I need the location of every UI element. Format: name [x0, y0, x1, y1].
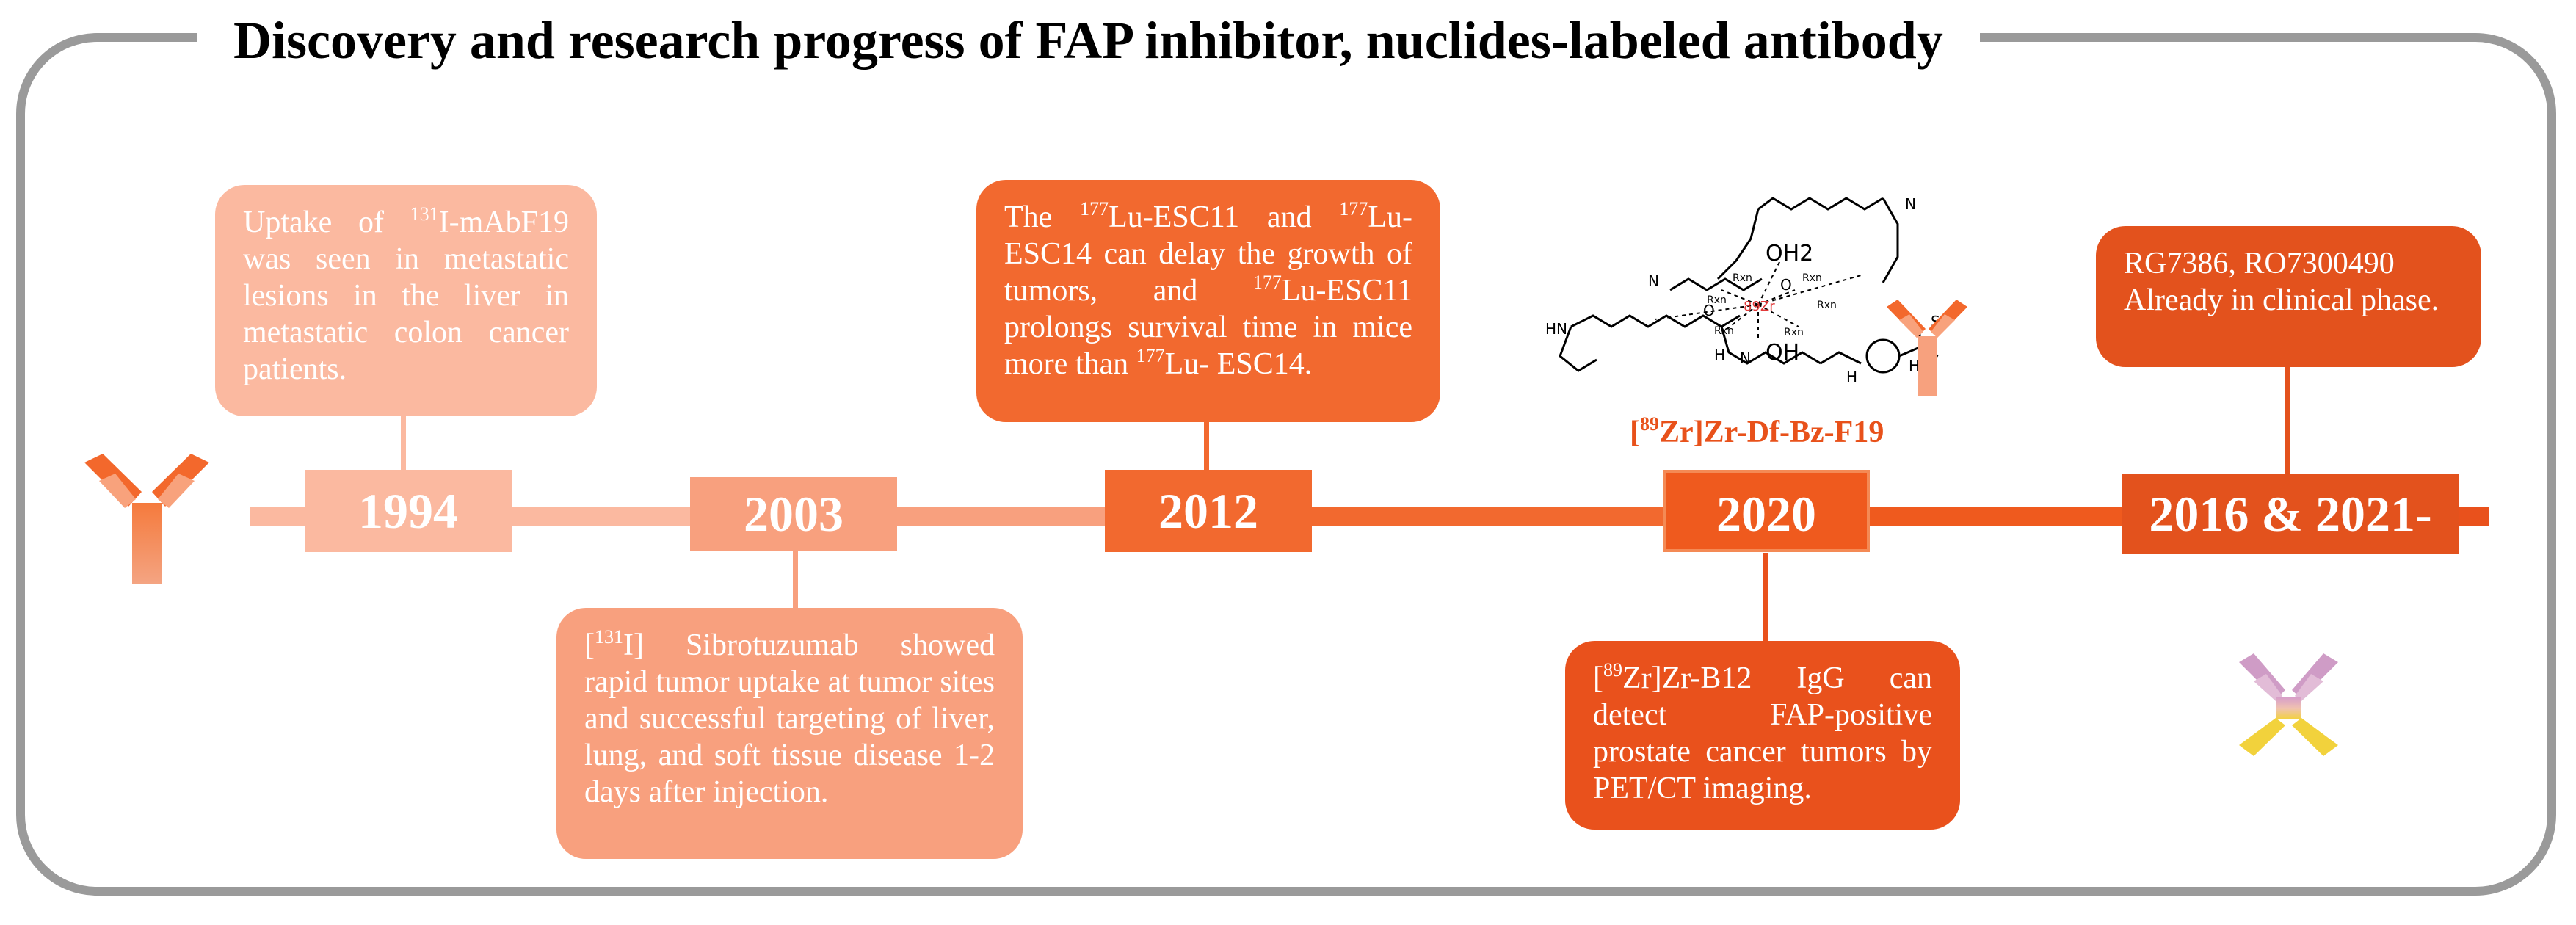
label-o-2: O: [1780, 276, 1792, 294]
label-rxn-6: Rxn: [1784, 327, 1804, 338]
label-rxn-4: Rxn: [1817, 300, 1837, 311]
event-text: [: [1593, 661, 1603, 695]
year-box-2020: 2020: [1663, 470, 1870, 552]
event-text: Uptake of: [243, 206, 410, 239]
event-text: Lu-ESC11 and: [1109, 200, 1340, 234]
event-box-2016-2021: RG7386, RO7300490 Already in clinical ph…: [2096, 226, 2481, 367]
label-metal: 89Zr: [1744, 299, 1775, 314]
chemical-structure-diagram: N HN N N S O O H H H Rxn Rxn Rxn Rxn Rxn…: [1545, 195, 1940, 385]
connector-1994: [401, 416, 406, 471]
label-rxn-5: Rxn: [1714, 325, 1734, 337]
antibody-icon-orange-structure: [1887, 300, 1967, 396]
isotope-superscript: 89: [1603, 659, 1622, 681]
connector-2003: [793, 549, 798, 608]
isotope-superscript: 177: [1252, 272, 1282, 293]
antibody-icon-pink-yellow: [2239, 653, 2338, 756]
year-box-2016-2021: 2016 & 2021-: [2122, 474, 2459, 554]
isotope-superscript: 177: [1339, 198, 1368, 220]
connector-2016-2021: [2285, 360, 2290, 474]
label-nh-2: H: [1909, 357, 1920, 374]
event-box-2012: The 177Lu-ESC11 and 177Lu-ESC14 can dela…: [976, 180, 1440, 422]
isotope-superscript: 131: [410, 203, 439, 225]
event-text: I] Sibrotuzumab showed rapid tumor uptak…: [584, 628, 995, 809]
isotope-superscript: 89: [1640, 413, 1659, 435]
label-oh: OH: [1766, 340, 1799, 366]
event-text: [: [1630, 416, 1640, 449]
event-text: Zr]Zr-Df-Bz-F19: [1659, 416, 1884, 449]
year-box-1994: 1994: [305, 470, 512, 552]
year-box-2012: 2012: [1105, 470, 1312, 552]
event-text: Lu- ESC14.: [1164, 347, 1313, 381]
event-box-2020: [89Zr]Zr-B12 IgG can detect FAP-positive…: [1565, 641, 1960, 830]
label-n-2: N: [1905, 195, 1916, 213]
year-box-2003: 2003: [690, 477, 897, 551]
label-rxn-2: Rxn: [1802, 272, 1822, 284]
isotope-superscript: 177: [1080, 198, 1109, 220]
label-nh: H: [1714, 346, 1725, 363]
event-text: I-mAbF19 was seen in metastatic lesions …: [243, 206, 569, 386]
connector-2012: [1204, 422, 1209, 474]
label-n-3: N: [1740, 349, 1751, 367]
isotope-superscript: 131: [595, 626, 623, 648]
label-hn: HN: [1545, 320, 1567, 338]
label-rxn-1: Rxn: [1733, 272, 1752, 284]
connector-2020: [1763, 553, 1768, 641]
event-box-2003: [131I] Sibrotuzumab showed rapid tumor u…: [556, 608, 1023, 859]
outer-frame: [16, 33, 2556, 896]
event-text: Lu-ESC14 can delay the growth of tumors,…: [1004, 200, 1412, 308]
label-n: N: [1648, 272, 1659, 290]
label-rxn-3: Rxn: [1707, 294, 1727, 306]
event-text: The: [1004, 200, 1081, 234]
event-text: [: [584, 628, 595, 662]
event-box-1994: Uptake of 131I-mAbF19 was seen in metast…: [215, 185, 597, 416]
event-text: Zr]Zr-B12 IgG can detect FAP-positive pr…: [1593, 661, 1932, 805]
isotope-superscript: 177: [1136, 345, 1165, 366]
label-oh2: OH2: [1766, 241, 1813, 266]
antibody-icon-orange-left: [84, 454, 209, 584]
structure-caption: [89Zr]Zr-Df-Bz-F19: [1630, 415, 1884, 450]
page-title: Discovery and research progress of FAP i…: [197, 0, 1980, 81]
label-o: O: [1703, 302, 1715, 319]
label-nh-3: H: [1846, 368, 1857, 385]
event-text: RG7386, RO7300490 Already in clinical ph…: [2124, 247, 2439, 317]
event-text: Lu-ESC11 prolongs survival time in mice …: [1004, 274, 1412, 381]
